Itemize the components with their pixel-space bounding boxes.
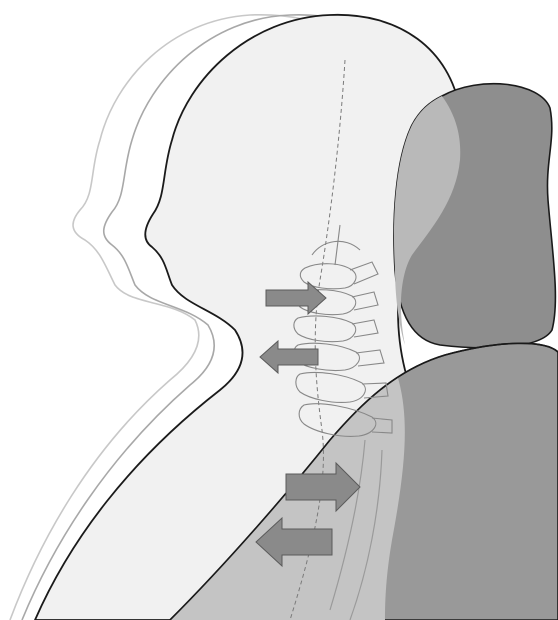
diagram-svg xyxy=(0,0,558,620)
whiplash-diagram xyxy=(0,0,558,620)
